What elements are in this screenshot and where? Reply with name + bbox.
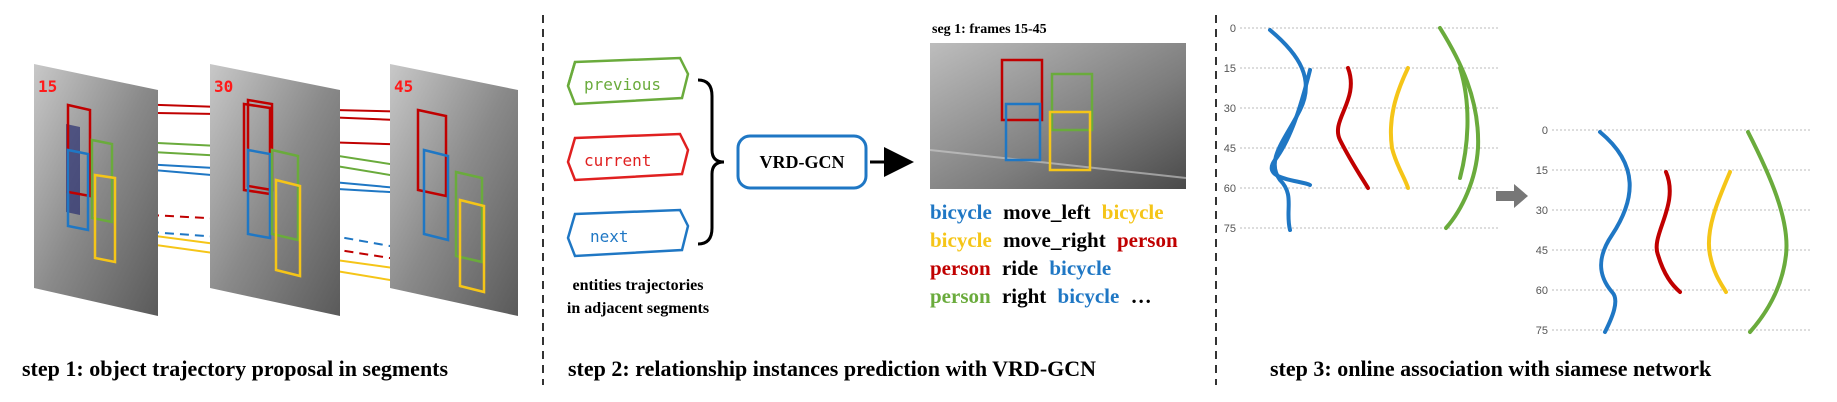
step1-panel: 15 30 45 step 1: object trajectory propo… — [22, 64, 518, 381]
relation-predicate: move_left — [1003, 200, 1090, 224]
step2-panel: previous current next entities trajector… — [566, 22, 1187, 381]
frame-label: 30 — [214, 77, 233, 96]
y-tick: 75 — [1224, 223, 1236, 235]
left-gridlines — [1240, 27, 1500, 229]
relation-subject: person — [930, 256, 991, 280]
relation-subject: bicycle — [930, 228, 992, 252]
vrd-gcn-label: VRD-GCN — [760, 152, 845, 172]
relations: bicycle move_left bicycle bicycle move_r… — [930, 200, 1178, 308]
seg-title: seg 1: frames 15-45 — [932, 22, 1047, 37]
frame-30: 30 — [210, 64, 340, 316]
relation-ellipsis: … — [1131, 284, 1152, 308]
y-tick: 75 — [1536, 325, 1548, 337]
entities-caption-line2: in adjacent segments — [567, 300, 709, 317]
entities-caption-line1: entities trajectories — [572, 277, 703, 294]
left-y-ticks: 0 15 30 45 60 75 — [1224, 23, 1236, 235]
segment-label: next — [590, 227, 629, 246]
relation-object: person — [1117, 228, 1178, 252]
frame-15: 15 — [34, 64, 158, 316]
segment-previous: previous — [566, 56, 690, 106]
right-gridlines — [1552, 129, 1812, 331]
relation-predicate: ride — [1002, 256, 1038, 280]
step2-caption: step 2: relationship instances predictio… — [568, 356, 1096, 381]
y-tick: 0 — [1542, 125, 1548, 137]
y-tick: 45 — [1536, 245, 1548, 257]
y-tick: 30 — [1224, 103, 1236, 115]
frame-45: 45 — [390, 64, 518, 316]
segment-label: current — [584, 151, 651, 170]
y-tick: 60 — [1536, 285, 1548, 297]
brace — [697, 78, 725, 246]
frame-label: 45 — [394, 77, 413, 96]
right-chart: 0 15 30 45 60 75 — [1536, 125, 1812, 337]
association-arrow — [1496, 184, 1528, 208]
segment-current: current — [566, 132, 690, 182]
relation-subject: bicycle — [930, 200, 992, 224]
relation-object: bicycle — [1058, 284, 1120, 308]
step3-caption: step 3: online association with siamese … — [1270, 356, 1712, 381]
relation-object: bicycle — [1102, 200, 1164, 224]
relation-object: bicycle — [1049, 256, 1111, 280]
relation-row: person right bicycle … — [930, 284, 1152, 308]
relation-row: person ride bicycle — [930, 256, 1111, 280]
relation-predicate: move_right — [1003, 228, 1106, 252]
frame-label: 15 — [38, 77, 57, 96]
segment-label: previous — [584, 75, 661, 94]
y-tick: 30 — [1536, 205, 1548, 217]
right-y-ticks: 0 15 30 45 60 75 — [1536, 125, 1548, 337]
segment-image — [929, 43, 1187, 189]
y-tick: 15 — [1536, 165, 1548, 177]
vrd-gcn-box: VRD-GCN — [736, 134, 868, 190]
right-trajectories — [1598, 130, 1789, 334]
segment-next: next — [566, 208, 690, 258]
relation-predicate: right — [1002, 284, 1046, 308]
y-tick: 60 — [1224, 183, 1236, 195]
y-tick: 45 — [1224, 143, 1236, 155]
relation-row: bicycle move_left bicycle — [930, 200, 1164, 224]
step3-panel: 0 15 30 45 60 75 — [1224, 23, 1812, 381]
left-trajectories — [1268, 26, 1481, 232]
step1-caption: step 1: object trajectory proposal in se… — [22, 356, 449, 381]
y-tick: 0 — [1230, 23, 1236, 35]
left-chart: 0 15 30 45 60 75 — [1224, 23, 1500, 235]
relation-subject: person — [930, 284, 991, 308]
y-tick: 15 — [1224, 63, 1236, 75]
relation-row: bicycle move_right person — [930, 228, 1178, 252]
